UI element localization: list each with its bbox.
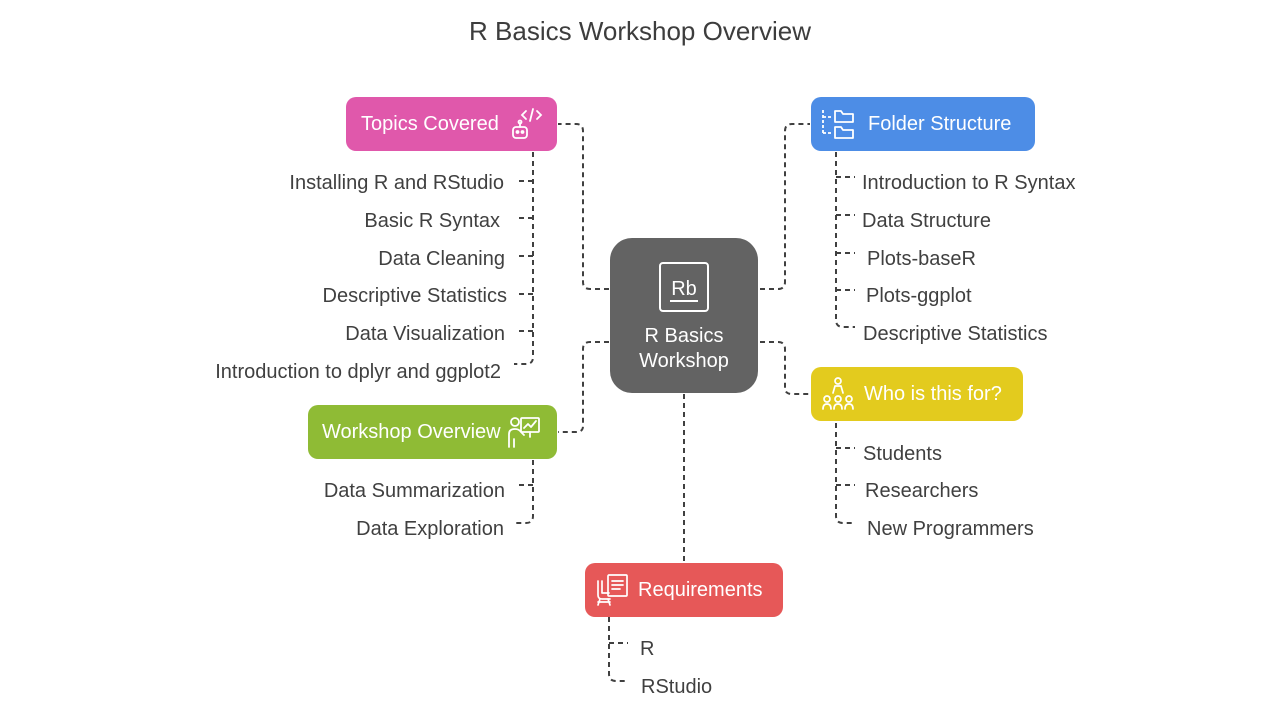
audience-item: New Programmers — [867, 518, 1034, 540]
folder-item: Plots-baseR — [867, 248, 976, 270]
center-label-line1: R Basics — [644, 325, 724, 347]
branch-workshop-label: Workshop Overview — [322, 420, 501, 443]
connector-topics — [558, 123, 609, 290]
topic-item: Data Cleaning — [378, 248, 505, 270]
topic-item: Data Visualization — [345, 323, 505, 345]
branch-requirements: Requirements — [585, 563, 783, 617]
center-label-line2: Workshop — [639, 350, 729, 372]
code-robot-icon — [511, 108, 543, 139]
center-label: R Basics Workshop — [610, 324, 758, 374]
connector-who — [760, 341, 810, 395]
audience-item: Students — [863, 443, 942, 465]
branch-requirements-label: Requirements — [638, 578, 763, 601]
presenter-board-icon — [507, 417, 540, 448]
branch-who-label: Who is this for? — [864, 382, 1002, 405]
diagram-title: R Basics Workshop Overview — [469, 16, 811, 46]
folder-item: Descriptive Statistics — [863, 323, 1048, 345]
requirement-item: R — [640, 638, 655, 660]
topic-item: Introduction to dplyr and ggplot2 — [215, 361, 501, 383]
branch-who-is-this-for: Who is this for? — [811, 367, 1023, 421]
audience-item: Researchers — [865, 480, 979, 502]
topic-item: Descriptive Statistics — [322, 285, 508, 307]
topic-item: Basic R Syntax — [364, 210, 500, 232]
svg-text:Rb: Rb — [671, 278, 697, 300]
workshop-item: Data Exploration — [356, 518, 504, 540]
folder-item: Introduction to R Syntax — [862, 172, 1076, 194]
workshop-item: Data Summarization — [323, 480, 505, 502]
rb-logo-icon: Rb — [659, 262, 709, 312]
connector-folder — [760, 123, 810, 290]
center-node: Rb R Basics Workshop — [610, 238, 758, 393]
folder-tree-icon — [822, 110, 854, 139]
branch-workshop-overview: Workshop Overview — [308, 405, 557, 459]
folder-item: Plots-ggplot — [866, 285, 972, 307]
requirement-item: RStudio — [641, 676, 713, 698]
checklist-icon — [597, 574, 628, 606]
connector-workshop — [558, 341, 609, 433]
branch-folder-label: Folder Structure — [868, 112, 1012, 135]
branch-topics-label: Topics Covered — [361, 112, 499, 135]
audience-icon — [822, 377, 854, 410]
branch-topics-covered: Topics Covered — [346, 97, 557, 151]
folder-item: Data Structure — [862, 210, 991, 232]
topic-item: Installing R and RStudio — [289, 172, 504, 194]
branch-folder-structure: Folder Structure — [811, 97, 1035, 151]
